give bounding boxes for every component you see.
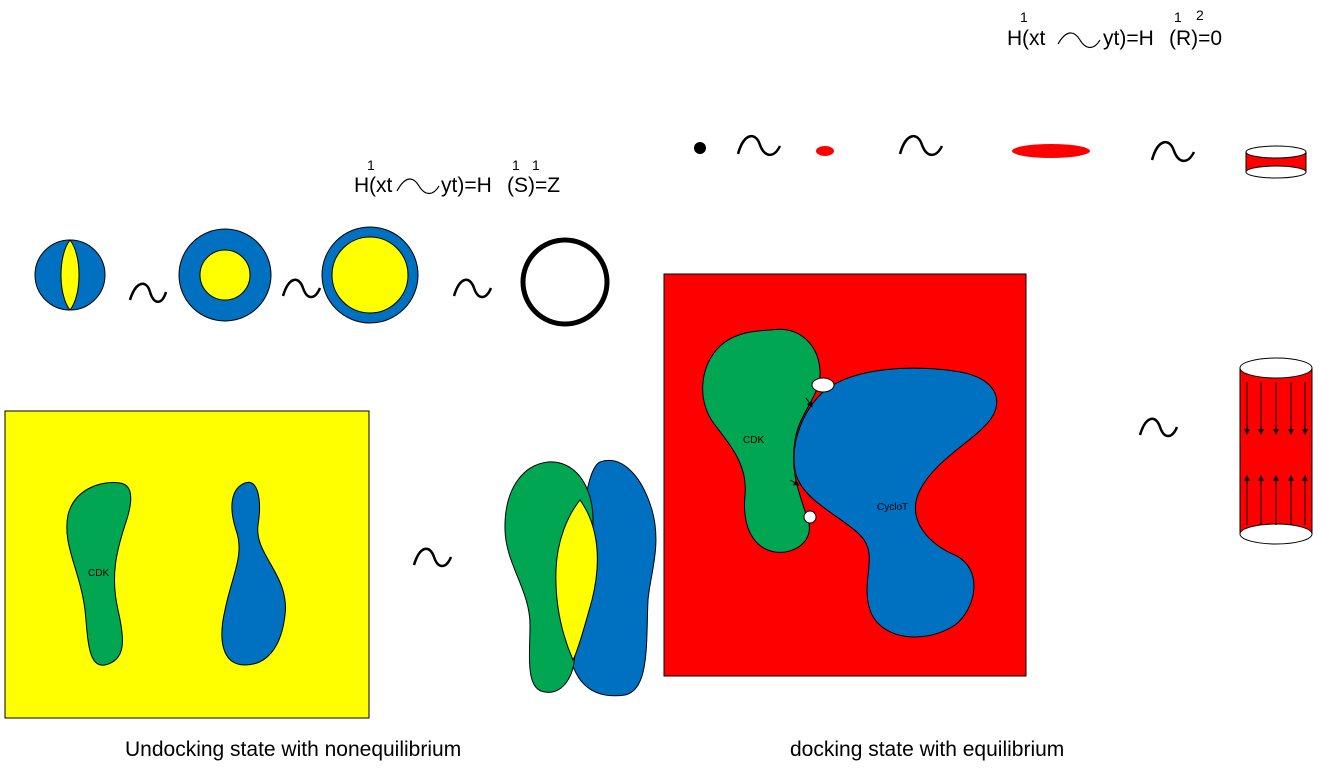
circle-icon — [520, 237, 610, 327]
formula-mid-part3: (S)=Z — [507, 174, 560, 197]
tilde-icon — [281, 278, 322, 299]
contact-point-top — [811, 377, 835, 393]
cyclot-docked-shape — [793, 367, 998, 638]
arrow-icon — [805, 397, 813, 408]
small-disk-icon — [816, 146, 834, 156]
tilde-icon — [128, 282, 168, 303]
tilde-icon — [736, 135, 782, 157]
formula-top-sup1: 1 — [1020, 9, 1028, 25]
formula-top-part2: yt)=H — [1103, 27, 1154, 50]
caption-undocking: Undocking state with nonequilibrium — [125, 738, 461, 761]
tilde-icon — [396, 178, 440, 195]
thin-torus-icon — [321, 226, 419, 324]
formula-top-h: H — [1007, 27, 1022, 50]
cdk-label-right: CDK — [743, 435, 764, 446]
formula-top-part3: (R)=0 — [1169, 27, 1222, 50]
tilde-icon — [452, 278, 493, 299]
yellow-background — [4, 410, 370, 719]
docking-panel: CDK CycloT — [663, 273, 1027, 677]
cylinder-icon — [1239, 357, 1313, 545]
formula-mid-sup2: 1 — [512, 157, 520, 173]
disk-icon — [1012, 144, 1090, 158]
sphere-icon — [34, 239, 106, 311]
tilde-icon — [1150, 141, 1196, 163]
undocking-panel: CDK — [4, 410, 370, 719]
tilde-icon — [1057, 32, 1101, 49]
formula-top: 1 H (xt yt)=H 1 (R)=0 2 — [1007, 7, 1222, 50]
down-arrows — [1244, 382, 1308, 435]
cdk-label-left: CDK — [88, 568, 109, 579]
formula-mid-h: H — [354, 174, 369, 197]
top-sequence — [694, 135, 1307, 179]
formula-top-sup3: 2 — [1196, 7, 1204, 23]
formula-mid: 1 H (xt yt)=H 1 (S)=Z 1 — [354, 157, 560, 197]
formula-mid-sup3: 1 — [532, 157, 540, 173]
tilde-icon — [1138, 417, 1179, 438]
formula-mid-part1: (xt — [369, 174, 392, 197]
formula-top-part1: (xt — [1022, 27, 1045, 50]
homotopy-row — [34, 226, 610, 327]
tilde-icon — [412, 547, 453, 568]
point-icon — [694, 142, 706, 154]
cyclot-shape — [221, 481, 286, 666]
arrow-icon — [789, 479, 800, 486]
formula-top-sup2: 1 — [1174, 9, 1182, 25]
cyclot-label: CycloT — [877, 502, 908, 513]
up-arrows — [1244, 475, 1308, 525]
cdk-shape — [66, 481, 132, 666]
formula-mid-part2: yt)=H — [441, 174, 492, 197]
short-cylinder-icon — [1245, 145, 1307, 179]
contact-point-bottom — [803, 510, 817, 524]
tilde-icon — [898, 135, 944, 157]
torus-icon — [178, 228, 272, 322]
docked-pair — [504, 459, 657, 697]
interface-shape — [555, 499, 598, 662]
formula-mid-sup1: 1 — [367, 157, 375, 173]
caption-docking: docking state with equilibrium — [790, 738, 1064, 761]
